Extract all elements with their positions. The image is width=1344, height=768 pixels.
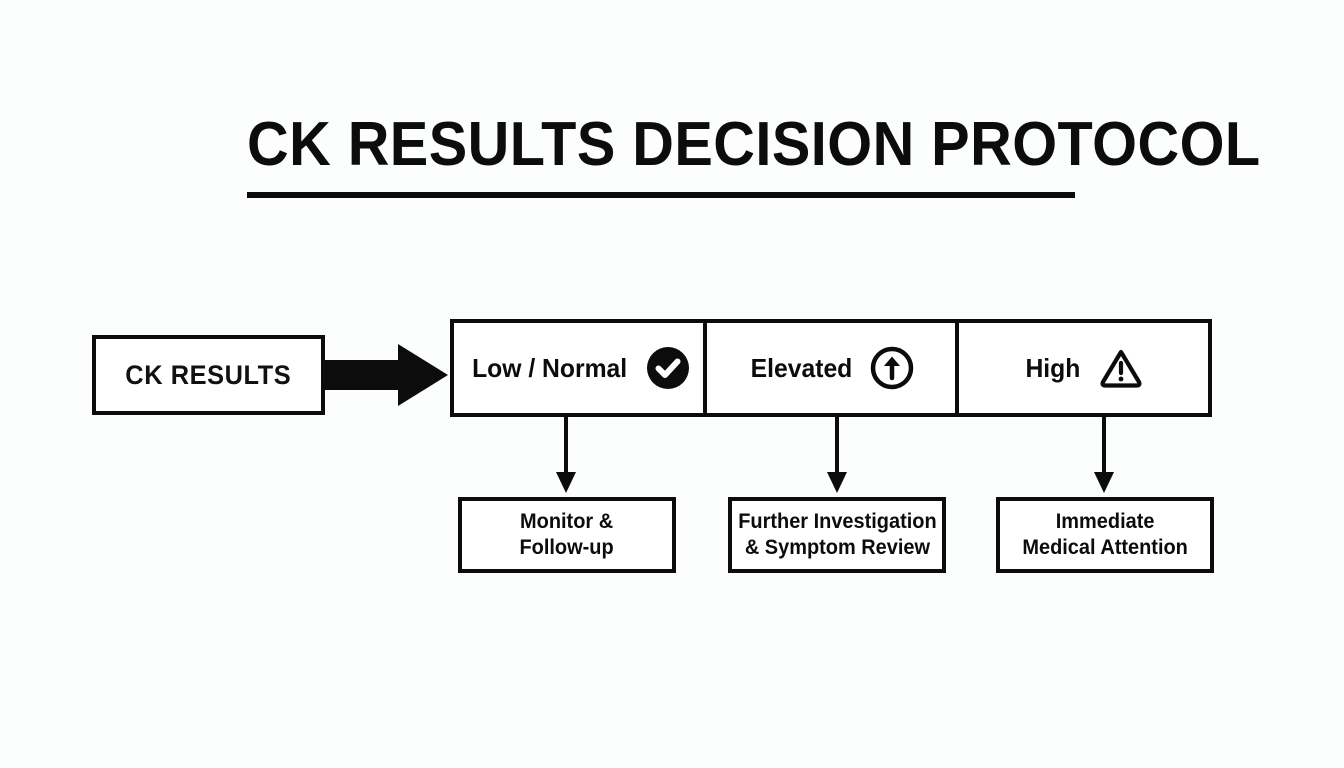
classification-cell-elevated[interactable]: Elevated: [702, 323, 956, 413]
title-underline-rule: [247, 192, 1075, 198]
outcome-node-label: Monitor & Follow-up: [519, 510, 615, 559]
outcome-node-monitor-follow-up[interactable]: Monitor & Follow-up: [458, 497, 676, 573]
source-node-ck-results[interactable]: CK RESULTS: [92, 335, 325, 415]
classification-cell-label: High: [1025, 352, 1081, 383]
connector-arrow-elevated: [827, 417, 847, 493]
classification-cell-label: Elevated: [750, 352, 852, 383]
warning-triangle-icon: [1100, 349, 1142, 388]
classification-cell-label: Low / Normal: [471, 352, 627, 383]
classification-cell-high[interactable]: High: [955, 323, 1208, 413]
connector-arrow-high: [1094, 417, 1114, 493]
classification-cell-low-normal[interactable]: Low / Normal: [454, 323, 703, 413]
connector-arrow-low-normal: [556, 417, 576, 493]
title-block: CK RESULTS DECISION PROTOCOL: [247, 110, 1261, 198]
classification-strip: Low / Normal Elevated High: [450, 319, 1212, 417]
outcome-node-label: Immediate Medical Attention: [1022, 510, 1188, 559]
arrow-up-circle-icon: [871, 346, 914, 390]
right-block-arrow-icon: [322, 344, 448, 406]
source-node-label: CK RESULTS: [125, 359, 292, 390]
page-title: CK RESULTS DECISION PROTOCOL: [247, 110, 1261, 179]
check-circle-filled-icon: [646, 347, 689, 389]
outcome-node-immediate-medical-attention[interactable]: Immediate Medical Attention: [996, 497, 1214, 573]
outcome-node-label: Further Investigation & Symptom Review: [737, 510, 937, 559]
outcome-node-further-investigation[interactable]: Further Investigation & Symptom Review: [728, 497, 946, 573]
